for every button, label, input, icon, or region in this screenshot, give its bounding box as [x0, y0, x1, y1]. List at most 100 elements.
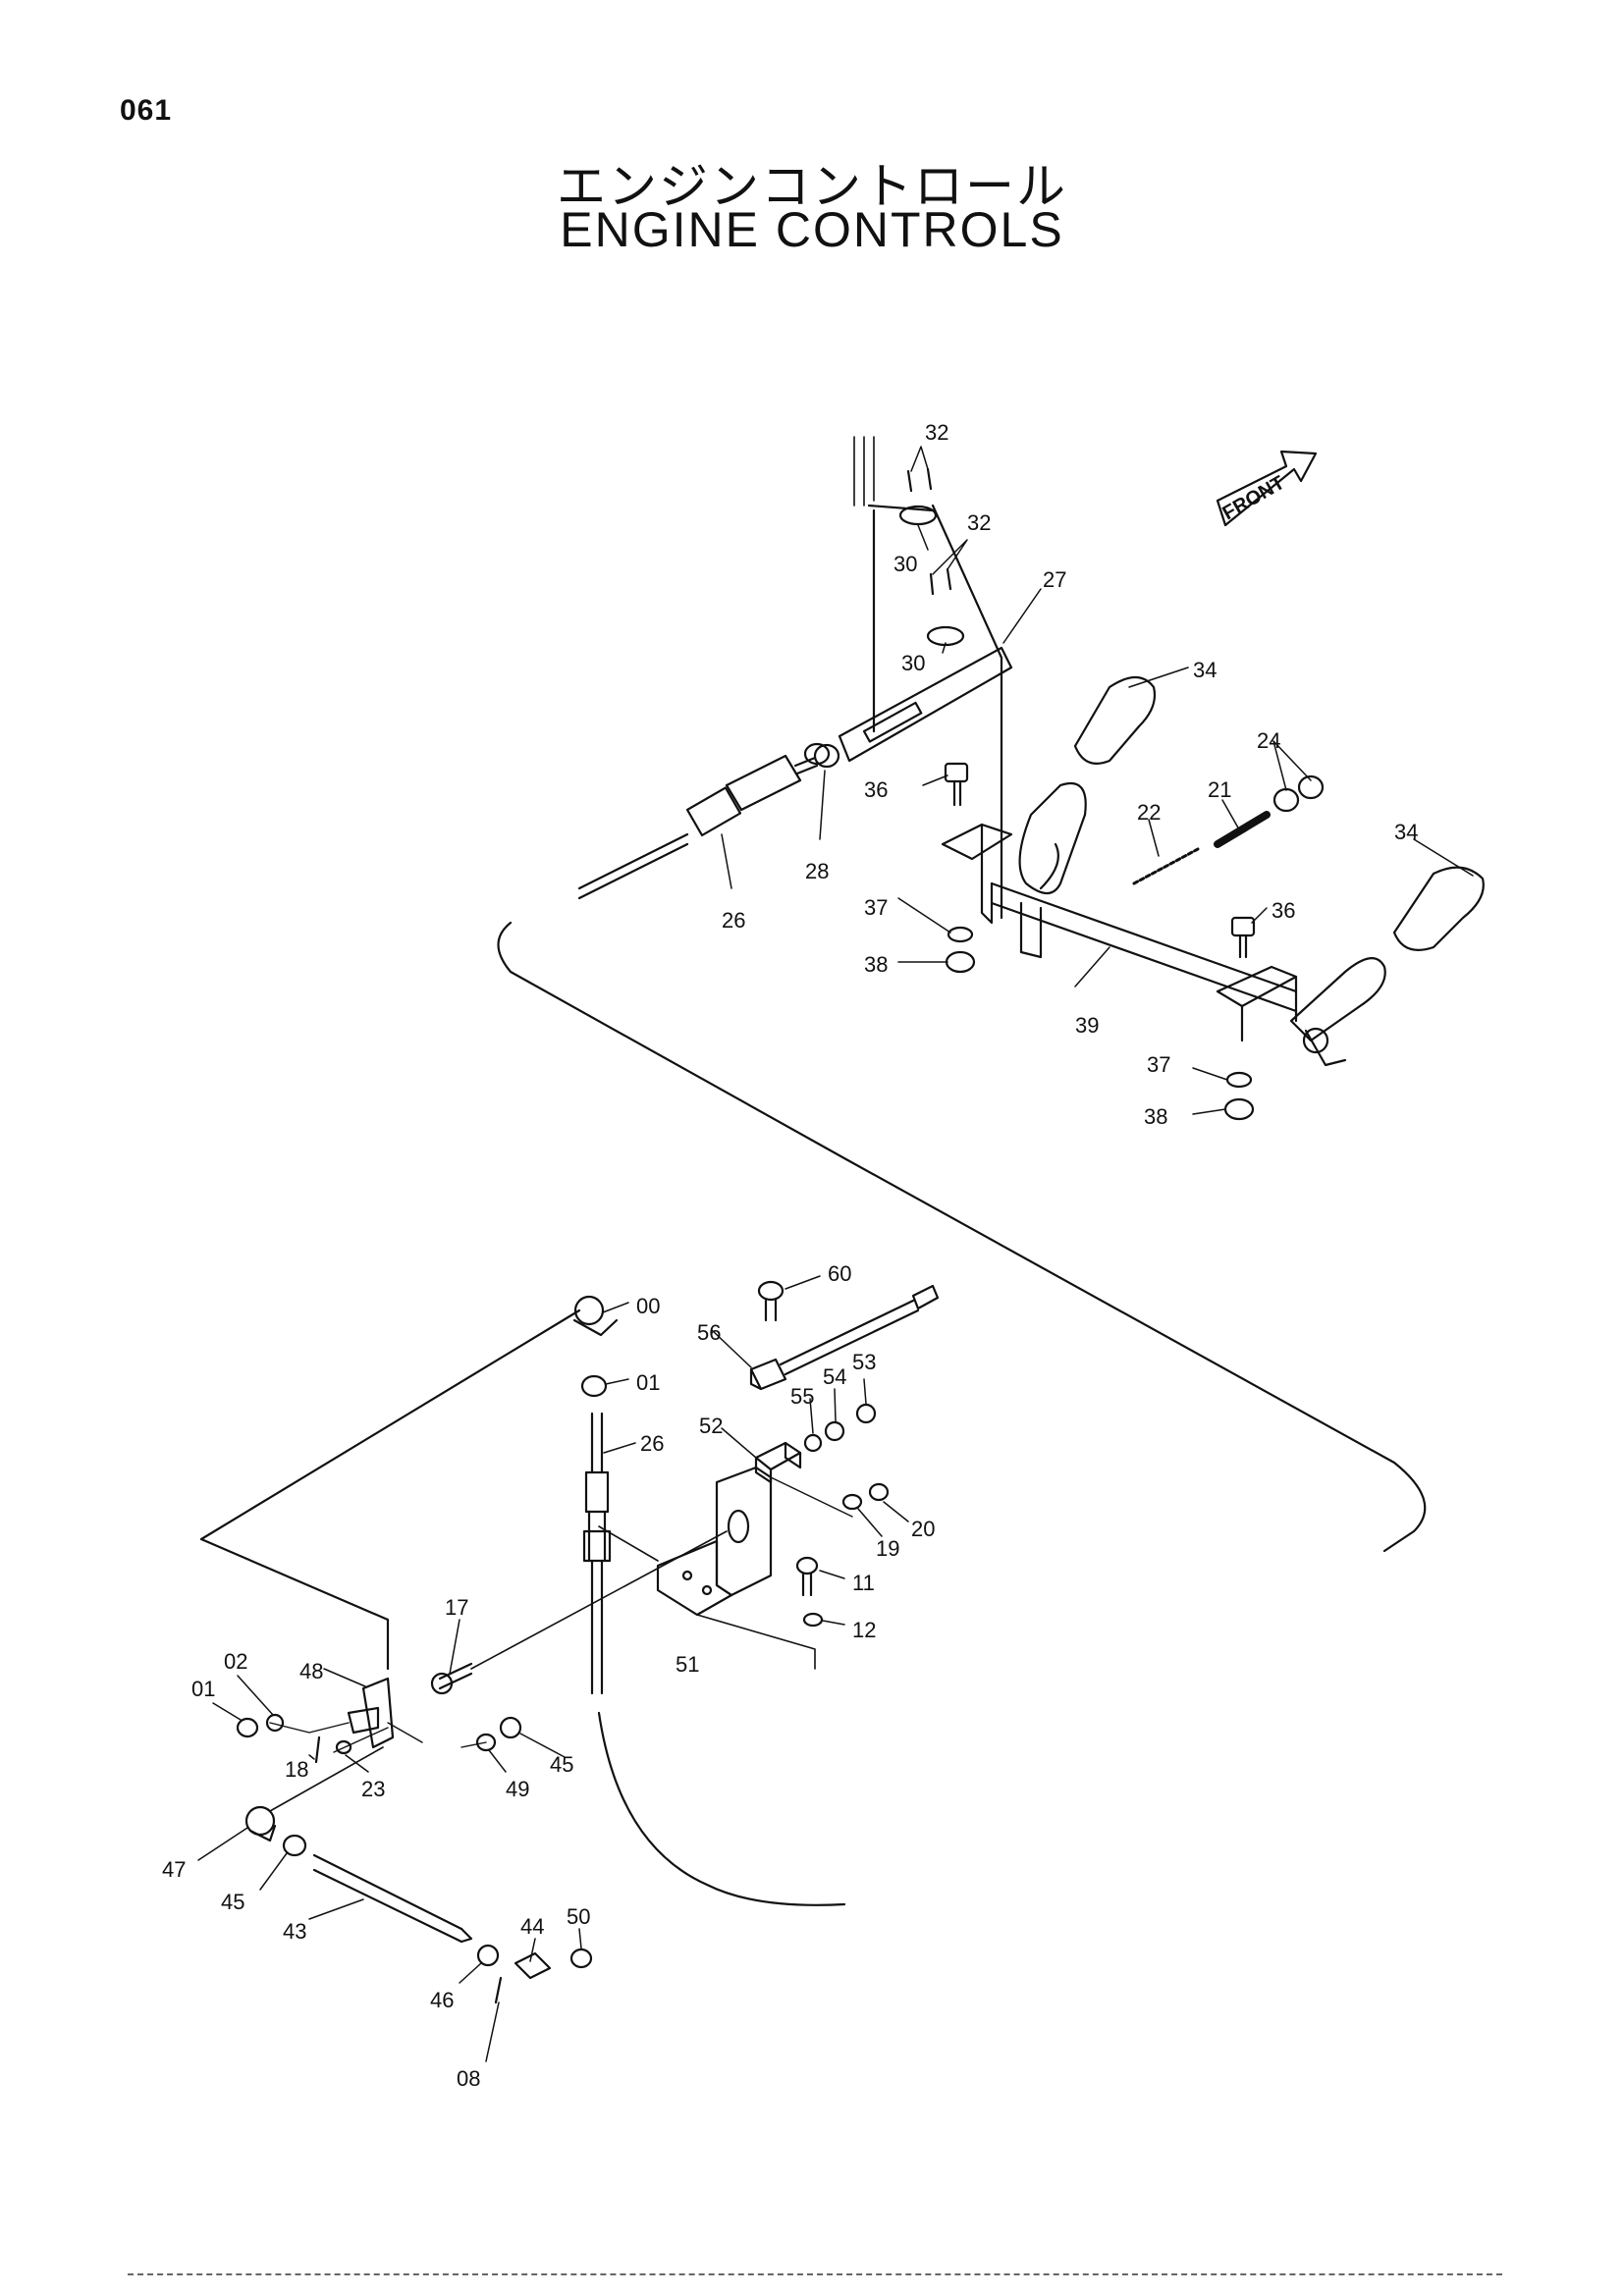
washer-37-right — [1225, 1071, 1253, 1089]
callout-12: 12 — [852, 1618, 876, 1642]
callout-30-a: 30 — [893, 552, 917, 576]
washer-19 — [841, 1493, 863, 1511]
bolt-11 — [795, 1556, 819, 1597]
callout-labels: 32 32 30 30 27 34 34 24 21 22 36 36 28 2… — [162, 420, 1418, 2091]
callout-46: 46 — [430, 1988, 454, 2012]
washer-37-left — [947, 926, 974, 943]
nut-38-left — [945, 950, 976, 974]
callout-38-b: 38 — [1144, 1104, 1167, 1129]
grip-34-right — [1392, 866, 1485, 951]
washer-49 — [475, 1733, 497, 1752]
callout-21: 21 — [1208, 777, 1231, 802]
throttle-cable-56 — [779, 1284, 940, 1376]
nut-45-upper — [499, 1716, 522, 1739]
lever-handle-left — [1018, 782, 1087, 895]
connecting-line — [470, 1530, 728, 1670]
nut-53 — [855, 1403, 877, 1424]
link-rod-assembly — [838, 436, 1013, 920]
lever-shaft-39 — [941, 823, 1329, 1054]
clevis-44 — [514, 1951, 552, 1980]
callout-26-b: 26 — [640, 1431, 664, 1456]
callout-51: 51 — [676, 1652, 699, 1677]
rod-21 — [1214, 811, 1271, 848]
callout-24: 24 — [1257, 728, 1280, 753]
bolt-36-right — [1230, 916, 1256, 959]
nut-01-lower — [236, 1717, 259, 1738]
front-label: FRONT — [1219, 472, 1289, 524]
callout-17: 17 — [445, 1595, 468, 1620]
throttle-cable-upper — [577, 742, 831, 900]
pin-18 — [314, 1735, 321, 1764]
callout-22: 22 — [1137, 800, 1161, 825]
callout-43: 43 — [283, 1919, 306, 1944]
page-number: 061 — [120, 94, 173, 127]
callout-52: 52 — [699, 1414, 723, 1438]
cable-bracket-56 — [749, 1358, 787, 1391]
callout-01-a: 01 — [636, 1370, 660, 1395]
callout-20: 20 — [911, 1517, 935, 1541]
callout-45-a: 45 — [550, 1752, 573, 1777]
callout-37-a: 37 — [864, 895, 888, 920]
callout-50: 50 — [567, 1904, 590, 1929]
callout-11: 11 — [852, 1571, 875, 1595]
front-arrow-icon — [1216, 450, 1318, 527]
nut-01-upper — [580, 1374, 608, 1398]
bolt-60 — [757, 1280, 785, 1322]
callout-44: 44 — [520, 1914, 544, 1939]
callout-08: 08 — [457, 2066, 480, 2091]
grip-34-top — [1073, 675, 1157, 765]
callout-54: 54 — [823, 1364, 846, 1389]
washer-23 — [335, 1739, 352, 1755]
callout-36-b: 36 — [1272, 898, 1295, 923]
callout-39: 39 — [1075, 1013, 1099, 1038]
callout-56: 56 — [697, 1320, 721, 1345]
callout-37-b: 37 — [1147, 1052, 1170, 1077]
callout-47: 47 — [162, 1857, 186, 1882]
nut-20 — [868, 1482, 890, 1502]
washer-55 — [803, 1433, 823, 1453]
lever-48 — [347, 1677, 395, 1749]
callout-45-b: 45 — [221, 1890, 244, 1914]
assembly-boundary-line — [497, 921, 1427, 1553]
callout-28: 28 — [805, 859, 829, 883]
washer-54 — [824, 1420, 845, 1442]
washer-12 — [802, 1612, 824, 1628]
callout-49: 49 — [506, 1777, 529, 1801]
callout-55: 55 — [790, 1384, 814, 1409]
footer-divider — [128, 2273, 1502, 2275]
washer-02 — [265, 1713, 285, 1733]
page-title-japanese: エンジンコントロール — [557, 158, 1067, 215]
pin-08 — [494, 1976, 503, 2004]
callout-32-a: 32 — [925, 420, 948, 445]
swivel-joint-00 — [572, 1295, 619, 1337]
callout-60: 60 — [828, 1261, 851, 1286]
spring-22 — [1132, 847, 1200, 885]
callout-30-b: 30 — [901, 651, 925, 675]
callout-19: 19 — [876, 1536, 899, 1561]
callout-00: 00 — [636, 1294, 660, 1318]
callout-53: 53 — [852, 1350, 876, 1374]
callout-01-b: 01 — [191, 1677, 215, 1701]
callout-48: 48 — [299, 1659, 323, 1683]
nut-45-lower — [282, 1834, 307, 1857]
callout-36-a: 36 — [864, 777, 888, 802]
rod-43 — [312, 1853, 473, 1944]
nut-28 — [813, 743, 840, 769]
page-title: ENGINE CONTROLS — [560, 202, 1064, 257]
stud-17 — [430, 1662, 473, 1695]
callout-38-a: 38 — [864, 952, 888, 977]
ball-joint-47 — [244, 1805, 277, 1842]
leader-lines — [197, 446, 1474, 2062]
leader-51-lines — [598, 1525, 816, 1670]
callout-32-b: 32 — [967, 510, 991, 535]
throttle-cable-lower — [582, 1412, 612, 1695]
callout-23: 23 — [361, 1777, 385, 1801]
callout-02: 02 — [224, 1649, 247, 1674]
assembly-boundary-line-left — [199, 1308, 581, 1671]
nut-46 — [476, 1944, 500, 1967]
callout-26-a: 26 — [722, 908, 745, 933]
bolt-36-left — [944, 762, 969, 807]
lever-handle-right — [1289, 957, 1386, 1067]
callout-34-b: 34 — [1394, 820, 1418, 844]
